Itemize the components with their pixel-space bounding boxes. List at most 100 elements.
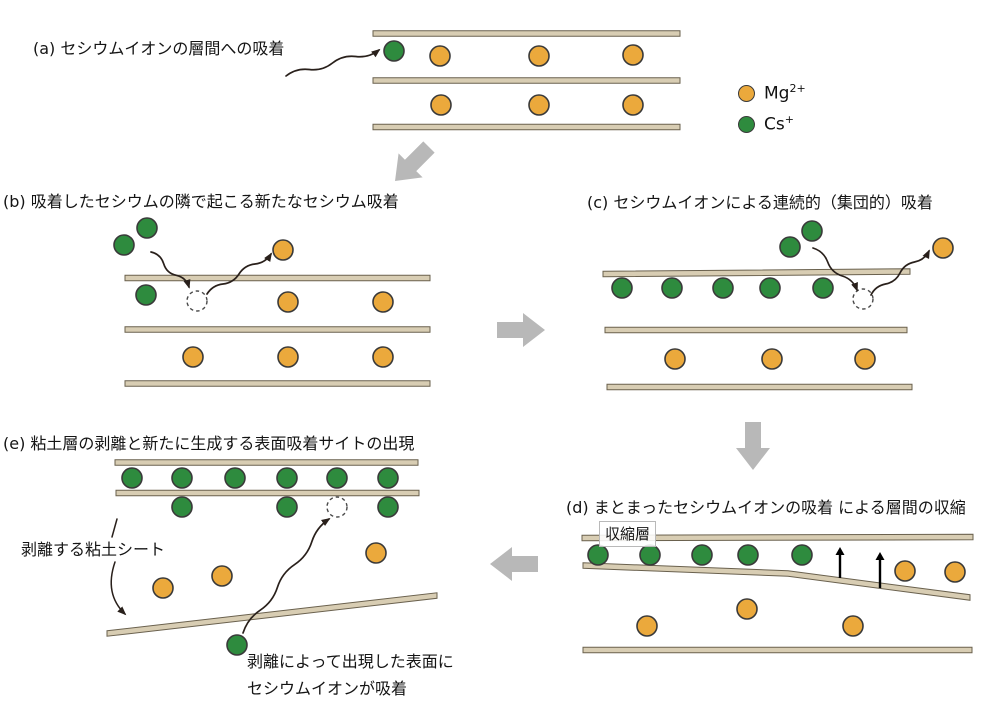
mg-ion bbox=[430, 94, 452, 116]
cs-ion bbox=[171, 467, 193, 489]
legend-cs-label: Cs+ bbox=[764, 113, 794, 135]
legend-row-mg: Mg2+ bbox=[738, 80, 806, 106]
clay-layer bbox=[582, 562, 971, 601]
mg-ion bbox=[622, 94, 644, 116]
mg-ion bbox=[622, 44, 644, 66]
legend-mg-label: Mg2+ bbox=[764, 82, 806, 104]
mg-ion bbox=[528, 45, 550, 67]
clay-layer bbox=[124, 326, 431, 333]
clay-layer bbox=[124, 380, 431, 387]
cs-ion bbox=[661, 277, 683, 299]
panel-b-title: (b) 吸着したセシウムの隣で起こる新たなセシウム吸着 bbox=[3, 192, 399, 211]
label-pointer bbox=[111, 518, 118, 538]
mg-ion bbox=[365, 542, 387, 564]
ion-path-arrow bbox=[242, 518, 331, 634]
contraction-arrow-head bbox=[875, 552, 885, 560]
cs-ion bbox=[383, 40, 405, 62]
clay-layer bbox=[124, 274, 431, 282]
cs-ion bbox=[377, 496, 399, 518]
cs-ion bbox=[377, 467, 399, 489]
caption-line-1: 剥離によって出現した表面に bbox=[247, 652, 454, 671]
flow-arrow bbox=[497, 313, 545, 347]
clay-layer bbox=[602, 268, 911, 278]
mg-ion bbox=[636, 615, 658, 637]
cs-ion bbox=[226, 634, 248, 656]
mg-ion bbox=[429, 45, 451, 67]
ion-path-arrow bbox=[812, 247, 858, 292]
cs-ion bbox=[135, 284, 157, 306]
mg-ion bbox=[944, 561, 966, 583]
caption-line-2: セシウムイオンが吸着 bbox=[247, 679, 408, 698]
cs-ion bbox=[587, 544, 609, 566]
clay-layer bbox=[115, 489, 420, 497]
cs-ion bbox=[639, 544, 661, 566]
mg-ion bbox=[182, 346, 204, 368]
cs-ion bbox=[224, 467, 246, 489]
clay-layer bbox=[604, 326, 908, 334]
clay-layer bbox=[106, 592, 438, 637]
mg-ion bbox=[372, 291, 394, 313]
ion-path-arrow bbox=[206, 252, 272, 295]
clay-layer bbox=[114, 459, 419, 466]
panel-e-title: (e) 粘土層の剥離と新たに生成する表面吸着サイトの出現 bbox=[3, 434, 415, 453]
contraction-arrow-head bbox=[835, 547, 845, 555]
panel-a-title: (a) セシウムイオンの層間への吸着 bbox=[33, 39, 285, 58]
cs-ion bbox=[276, 496, 298, 518]
ion-path-arrow bbox=[150, 251, 191, 289]
mg-ion bbox=[736, 598, 758, 620]
clay-layer bbox=[606, 383, 913, 391]
flow-arrow bbox=[395, 141, 435, 181]
mg-ion bbox=[842, 615, 864, 637]
label-pointer bbox=[110, 561, 127, 616]
mg-ion bbox=[152, 577, 174, 599]
cs-ion bbox=[812, 277, 834, 299]
cs-ion bbox=[113, 234, 135, 256]
cs-ion bbox=[712, 277, 734, 299]
cs-ion bbox=[691, 544, 713, 566]
mg-ion bbox=[372, 346, 394, 368]
flow-arrow bbox=[736, 422, 770, 470]
clay-layer bbox=[581, 533, 974, 542]
clay-layer bbox=[372, 77, 681, 84]
cs-ion bbox=[611, 277, 633, 299]
cs-ion bbox=[779, 236, 801, 258]
cs-ion bbox=[737, 544, 759, 566]
mg-ion bbox=[894, 560, 916, 582]
mg-ion bbox=[761, 348, 783, 370]
cs-ion bbox=[791, 544, 813, 566]
ion-path-arrow bbox=[285, 48, 381, 77]
vacancy-circle bbox=[852, 288, 874, 310]
detaching-sheet-label: 剥離する粘土シート bbox=[21, 540, 166, 559]
cs-ion bbox=[171, 496, 193, 518]
cs-ion bbox=[801, 220, 823, 242]
shrink-layer-label: 収縮層 bbox=[599, 521, 657, 547]
cs-ion bbox=[759, 277, 781, 299]
cs-ion bbox=[326, 467, 348, 489]
vacancy-circle bbox=[186, 290, 208, 312]
panel-c-title: (c) セシウムイオンによる連続的（集団的）吸着 bbox=[587, 193, 933, 212]
cs-ion bbox=[136, 217, 158, 239]
cs-ion bbox=[276, 467, 298, 489]
mg-ion bbox=[211, 565, 233, 587]
cs-ion bbox=[121, 467, 143, 489]
clay-layer bbox=[582, 646, 973, 654]
clay-layer bbox=[372, 123, 681, 131]
panel-d-title: (d) まとまったセシウムイオンの吸着 による層間の収縮 bbox=[566, 498, 966, 517]
legend: Mg2+ Cs+ bbox=[738, 80, 806, 142]
mg-ion bbox=[854, 348, 876, 370]
surface-adsorption-caption: 剥離によって出現した表面に セシウムイオンが吸着 bbox=[247, 648, 454, 702]
mg-ion bbox=[272, 239, 294, 261]
mg-ion bbox=[277, 346, 299, 368]
legend-row-cs: Cs+ bbox=[738, 111, 806, 137]
vacancy-circle bbox=[326, 496, 348, 518]
cs-ion-swatch bbox=[738, 115, 755, 133]
mg-ion bbox=[528, 94, 550, 116]
mg-ion bbox=[664, 348, 686, 370]
mg-ion-swatch bbox=[738, 84, 755, 102]
clay-layer bbox=[372, 30, 681, 37]
ion-path-arrow bbox=[870, 249, 930, 296]
flow-arrow bbox=[490, 547, 538, 581]
mg-ion bbox=[932, 237, 954, 259]
